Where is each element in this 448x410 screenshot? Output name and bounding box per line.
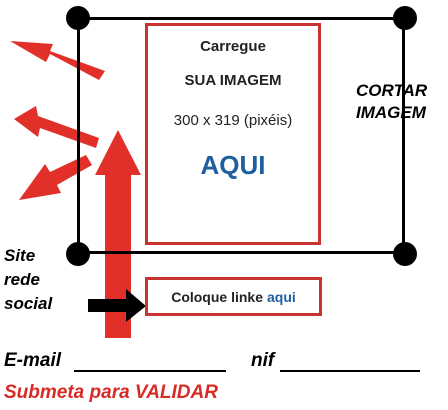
- upload-here-label: AQUI: [200, 150, 266, 180]
- submit-validate-button[interactable]: Submeta para VALIDAR: [4, 382, 218, 403]
- email-label: E-mail: [4, 350, 62, 371]
- email-field[interactable]: [74, 370, 226, 372]
- upload-text-line1: Carregue: [200, 38, 266, 55]
- link-prompt-accent: aqui: [267, 288, 296, 305]
- crop-handle-bottom-left[interactable]: [66, 242, 90, 266]
- crop-image-label: CORTAR IMAGEM: [356, 80, 446, 124]
- social-label-line1: Site: [4, 246, 36, 265]
- nif-field[interactable]: [280, 370, 420, 372]
- arrow-upper-left-icon: [10, 41, 105, 80]
- arrow-right-icon: [88, 289, 146, 322]
- social-label-line2: rede: [4, 270, 40, 289]
- upload-text-line2: SUA IMAGEM: [184, 72, 282, 89]
- upload-dimensions: 300 x 319 (pixéis): [173, 112, 293, 129]
- contact-fields: E-mail nif: [4, 350, 444, 376]
- arrow-up-icon: [95, 130, 141, 338]
- social-label-line3: social: [4, 294, 53, 313]
- crop-label-line2: IMAGEM: [356, 103, 426, 122]
- crop-handle-top-right[interactable]: [393, 6, 417, 30]
- link-input-box[interactable]: Coloque linke aqui: [145, 277, 322, 316]
- crop-handle-bottom-right[interactable]: [393, 242, 417, 266]
- link-prompt: Coloque linke: [171, 288, 263, 305]
- nif-label: nif: [251, 350, 275, 371]
- image-upload-area[interactable]: Carregue SUA IMAGEM 300 x 319 (pixéis) A…: [145, 23, 321, 245]
- crop-label-line1: CORTAR: [356, 81, 428, 100]
- arrow-lower-left-icon: [19, 155, 92, 200]
- crop-frame[interactable]: [77, 17, 405, 254]
- crop-handle-top-left[interactable]: [66, 6, 90, 30]
- social-site-label: Site rede social: [4, 244, 84, 316]
